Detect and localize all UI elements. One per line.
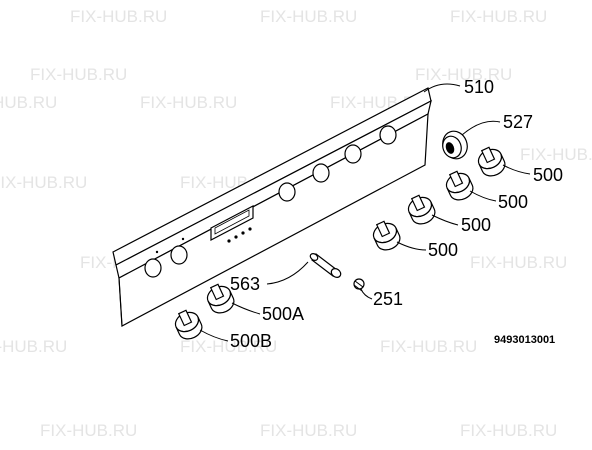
watermark: FIX-HUB.RU — [260, 7, 357, 26]
label-251: 251 — [373, 289, 403, 309]
callout-labels: 510 527 500 500 500 500 563 251 500A 500… — [230, 77, 563, 351]
bezel-ring — [442, 130, 468, 160]
watermark: FIX-HUB.RU — [0, 173, 87, 192]
label-510: 510 — [464, 77, 494, 97]
watermark: FIX-HUB.RU — [450, 7, 547, 26]
watermark: FIX-HUB.RU — [520, 145, 592, 164]
label-500-4: 500 — [428, 240, 458, 260]
watermark: FIX-HUB.RU — [260, 421, 357, 440]
watermark: FIX-HUB.RU — [0, 93, 57, 112]
watermark: FIX-HUB.RU — [40, 421, 137, 440]
watermark: FIX-HUB.RU — [70, 7, 167, 26]
label-500b: 500B — [230, 331, 272, 351]
control-knob — [372, 220, 401, 251]
watermark: FIX-HUB.RU — [140, 93, 237, 112]
extension-shaft — [309, 253, 342, 278]
label-500-2: 500 — [498, 192, 528, 212]
watermark: FIX-HUB.RU — [30, 65, 127, 84]
watermark: FIX-HUB.RU — [470, 253, 567, 272]
leader-lines — [199, 83, 531, 342]
document-code: 9493013001 — [494, 334, 555, 346]
label-527: 527 — [503, 112, 533, 132]
watermark: FIX-HUB.RU — [415, 65, 512, 84]
spring-clip — [353, 278, 365, 292]
label-563: 563 — [230, 274, 260, 294]
panel-knob-holes — [144, 125, 397, 278]
control-knob — [407, 194, 436, 225]
label-500-3: 500 — [461, 215, 491, 235]
control-knob — [445, 170, 474, 201]
knob-hole — [278, 182, 296, 202]
watermark: FIX-HUB.RU — [0, 337, 67, 356]
timer-buttons — [227, 227, 252, 243]
label-500-1: 500 — [533, 165, 563, 185]
knob-hole — [312, 163, 330, 183]
knob-hole — [170, 245, 188, 265]
control-knob — [206, 283, 235, 314]
knob-hole — [144, 258, 162, 278]
watermark-layer: FIX-HUB.RU FIX-HUB.RU FIX-HUB.RU FIX-HUB… — [0, 7, 592, 440]
watermark: FIX-HUB.RU — [380, 337, 477, 356]
knob-hole — [379, 125, 397, 145]
knob-hole — [344, 144, 362, 164]
timer-display-window — [210, 205, 254, 241]
watermark: FIX-HUB.RU — [460, 421, 557, 440]
watermark: FIX-HUB.RU — [180, 337, 277, 356]
label-500a: 500A — [262, 304, 304, 324]
control-knob — [174, 309, 203, 340]
control-knob — [477, 146, 506, 177]
control-panel — [112, 87, 432, 327]
